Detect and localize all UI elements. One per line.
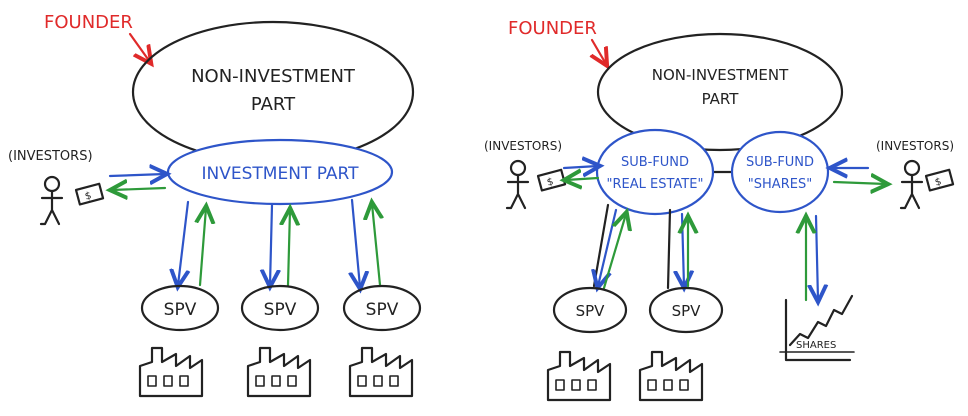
left-investment-label: INVESTMENT PART [202, 164, 360, 184]
right-factory-2-icon [638, 350, 704, 402]
subfund-shares [730, 130, 830, 214]
left-spv1-blue-arrow [178, 200, 188, 285]
subfund-real-estate [595, 128, 715, 216]
left-spv-1 [140, 284, 220, 332]
left-factory-2-icon [246, 346, 312, 398]
left-spv1-green-arrow [200, 208, 206, 287]
subfund-sh-line1: SUB-FUND [746, 155, 814, 170]
right-money-right-icon [924, 168, 955, 192]
left-spv2-green-arrow [288, 210, 290, 287]
left-investors-label: (INVESTORS) [8, 149, 93, 164]
left-money-icon [74, 182, 105, 206]
sh-return-arrow [832, 182, 886, 184]
right-spv-2-label: SPV [672, 302, 702, 320]
re-spv1-green-arrow [602, 214, 626, 290]
right-investors-left-label: (INVESTORS) [484, 139, 562, 153]
left-non-investment-line2: PART [251, 94, 296, 115]
shares-blue-arrow [816, 214, 818, 300]
left-factory-1-icon [138, 346, 204, 398]
subfund-re-line1: SUB-FUND [621, 155, 689, 170]
left-spv-2-label: SPV [264, 300, 297, 320]
right-factory-1-icon [546, 350, 612, 402]
shares-chart-label: SHARES [796, 340, 836, 351]
left-diagram: FOUNDER NON-INVESTMENT PART INVESTMENT P… [8, 12, 422, 398]
subfund-sh-line2: "SHARES" [748, 177, 812, 192]
right-investors-right-label: (INVESTORS) [876, 139, 954, 153]
left-spv3-green-arrow [372, 204, 380, 287]
left-founder-label: FOUNDER [44, 12, 133, 33]
right-spv-1-label: SPV [576, 302, 606, 320]
right-founder-arrow [592, 38, 606, 64]
left-return-arrow [112, 188, 167, 190]
right-investor-left-person-icon [505, 159, 530, 210]
left-spv-3-label: SPV [366, 300, 399, 320]
left-spv-1-label: SPV [164, 300, 197, 320]
right-founder-label: FOUNDER [508, 18, 597, 39]
left-investor-person-icon [39, 175, 64, 226]
subfund-re-line2: "REAL ESTATE" [607, 177, 704, 192]
shares-chart-icon [779, 294, 855, 362]
right-non-investment-line2: PART [702, 90, 740, 108]
right-non-investment-ellipse [596, 32, 844, 152]
right-spv-1 [552, 286, 628, 334]
left-spv-2 [240, 284, 320, 332]
re-spv2-line [666, 208, 672, 290]
left-non-investment-line1: NON-INVESTMENT [191, 66, 356, 87]
right-non-investment-line1: NON-INVESTMENT [652, 66, 789, 84]
right-investor-right-person-icon [899, 159, 924, 210]
left-spv3-blue-arrow [352, 198, 360, 287]
re-invest-arrow [562, 166, 598, 168]
right-money-left-icon [536, 168, 567, 192]
left-spv-3 [342, 284, 422, 332]
right-diagram: FOUNDER NON-INVESTMENT PART SUB-FUND "RE… [484, 18, 955, 402]
re-spv2-blue-arrow [682, 212, 684, 286]
re-return-arrow [566, 178, 600, 180]
left-spv2-blue-arrow [270, 203, 272, 285]
left-factory-3-icon [348, 346, 414, 398]
right-spv-2 [648, 286, 724, 334]
left-founder-arrow [128, 32, 150, 62]
left-invest-arrow [108, 174, 165, 176]
